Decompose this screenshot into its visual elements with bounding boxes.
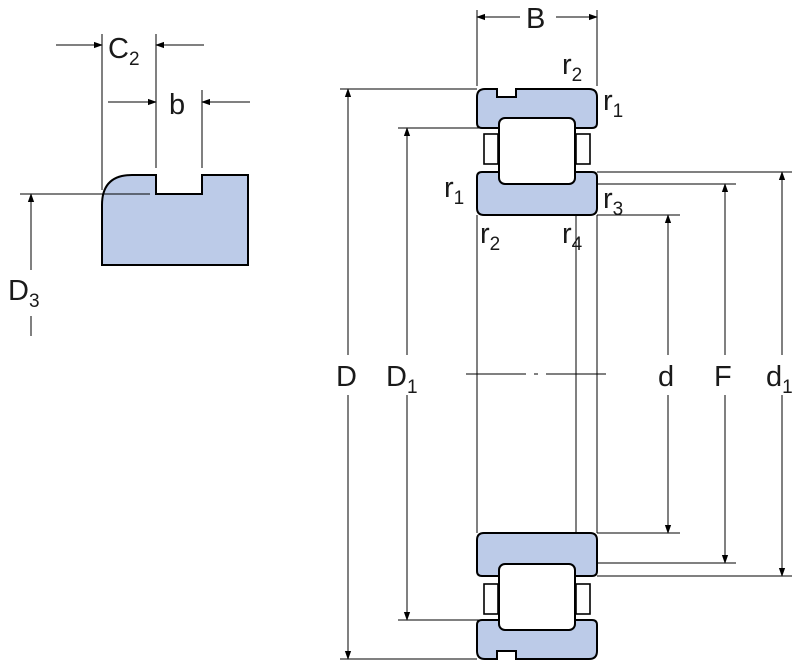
d1-outer-label: D1: [386, 361, 418, 398]
r2-bottom-label: r2: [480, 218, 500, 255]
groove-detail-view: C2 b D3: [8, 33, 250, 336]
cage-bottom-left: [483, 583, 499, 615]
top-section: [476, 88, 598, 216]
r1-top-label: r1: [603, 85, 623, 122]
r4-label: r4: [562, 218, 583, 255]
b-groove-label: b: [169, 89, 185, 121]
roller-bottom: [498, 563, 576, 631]
bottom-section: [476, 532, 598, 660]
d-outer-label: D: [336, 361, 357, 393]
d1-inner-label: d1: [766, 361, 793, 398]
f-label: F: [714, 361, 732, 393]
c2-label: C2: [108, 33, 140, 70]
cage-top-right: [575, 133, 591, 165]
r2-top-label: r2: [562, 49, 582, 86]
r3-label: r3: [603, 183, 623, 220]
groove-detail-profile: [101, 174, 249, 266]
d-bore-label: d: [658, 361, 674, 393]
cage-bottom-right: [575, 583, 591, 615]
roller-top: [498, 117, 576, 185]
r1-left-label: r1: [444, 172, 464, 209]
b-width-label: B: [526, 3, 545, 35]
d3-label: D3: [8, 275, 40, 312]
bearing-section-view: B D D1 d F d1 r2 r1 r1 r3: [336, 3, 793, 660]
cage-top-left: [483, 133, 499, 165]
